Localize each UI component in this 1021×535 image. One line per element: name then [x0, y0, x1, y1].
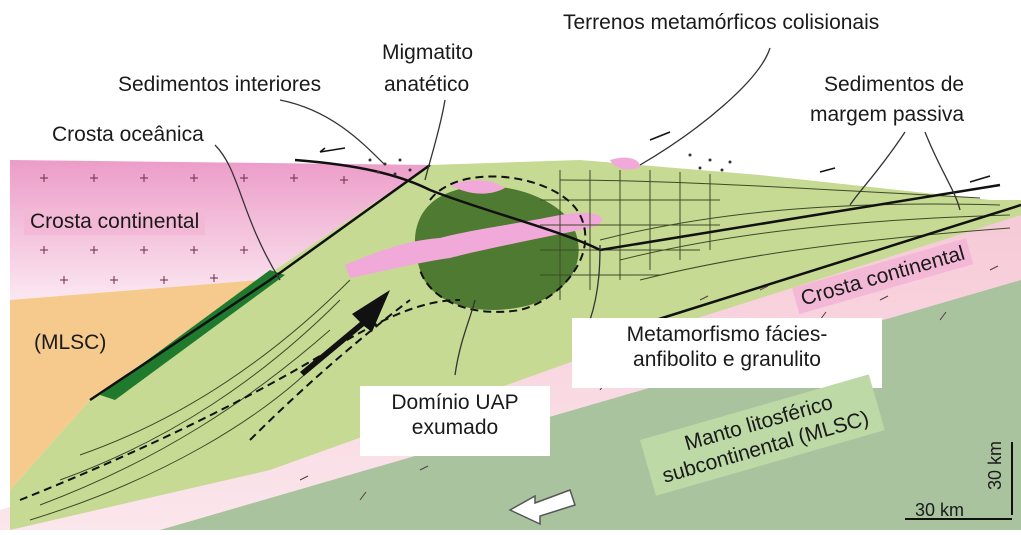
label-mlsc: (MLSC): [34, 330, 106, 355]
label-scale-vertical: 30 km: [985, 441, 1007, 490]
label-dominio-1: Domínio UAP: [370, 390, 540, 415]
label-crosta-continental-left: Crosta continental: [24, 208, 205, 235]
label-scale-horizontal: 30 km: [915, 500, 964, 522]
label-metamorfismo-1: Metamorfismo fácies-: [582, 322, 872, 347]
label-sedimentos-interiores: Sedimentos interiores: [118, 72, 321, 97]
label-sedimentos-margem-2: margem passiva: [810, 102, 964, 127]
label-terrenos: Terrenos metamórficos colisionais: [563, 10, 879, 35]
label-migmatito-2: anatético: [384, 72, 469, 97]
label-metamorfismo-2: anfibolito e granulito: [582, 347, 872, 372]
dominio-box: Domínio UAP exumado: [360, 386, 550, 456]
metamorfismo-box: Metamorfismo fácies- anfibolito e granul…: [572, 318, 882, 388]
label-dominio-2: exumado: [370, 415, 540, 440]
label-migmatito-1: Migmatito: [382, 40, 473, 65]
label-crosta-oceanica: Crosta oceânica: [52, 122, 204, 147]
label-sedimentos-margem-1: Sedimentos de: [824, 72, 964, 97]
